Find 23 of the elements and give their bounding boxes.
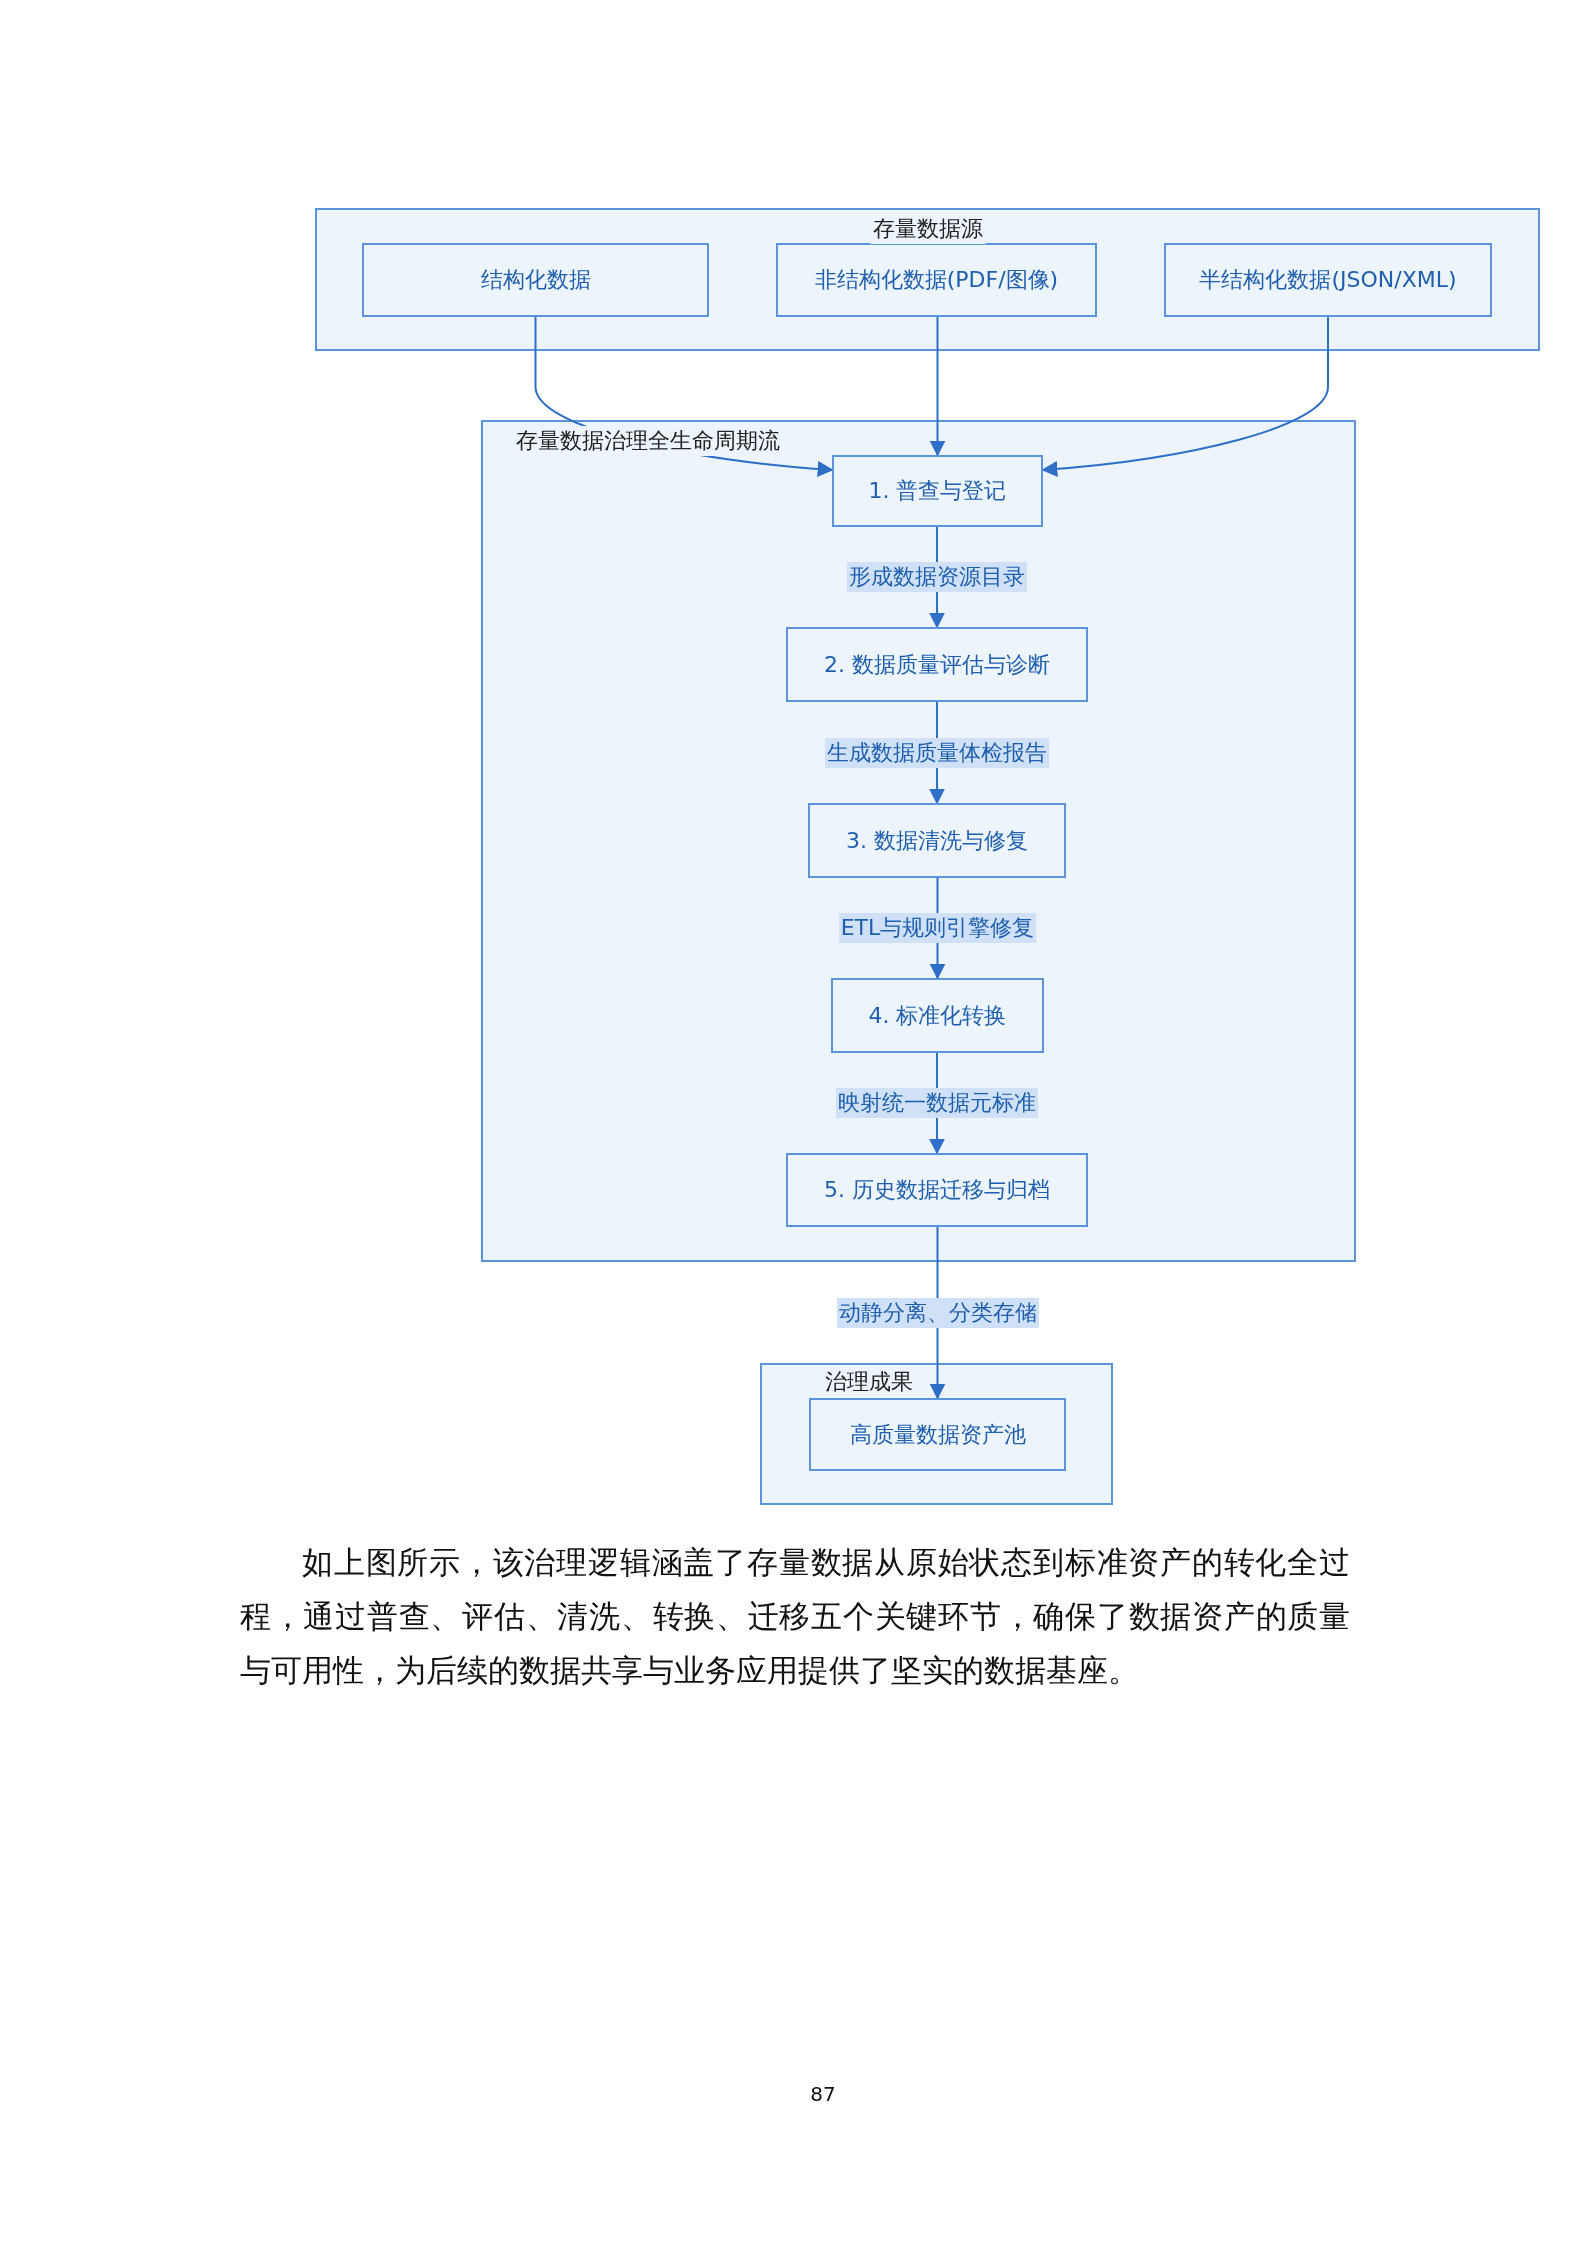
paragraph: 如上图所示，该治理逻辑涵盖了存量数据从原始状态到标准资产的转化全过程，通过普查、评估、清洗、转换、迁移五个关键环节，确保了数据资产的质量与可用性，为后续的数据共享与业务应用提供了坚实的数据基座。	[240, 1543, 1350, 1690]
process-box: 5. 历史数据迁移与归档	[786, 1153, 1088, 1227]
page-number: 87	[810, 2082, 836, 2106]
edge-label: 形成数据资源目录	[847, 562, 1027, 592]
edge-label: 动静分离、分类存储	[836, 1297, 1039, 1328]
process-box: 结构化数据	[362, 243, 709, 317]
process-box: 1. 普查与登记	[832, 455, 1043, 527]
edge-label: 映射统一数据元标准	[836, 1088, 1038, 1118]
arrow	[929, 316, 946, 457]
process-box: 2. 数据质量评估与诊断	[786, 627, 1088, 702]
group-title: 存量数据治理全生命周期流	[513, 426, 783, 456]
edge-label: ETL与规则引擎修复	[838, 913, 1037, 943]
group-box	[315, 208, 1540, 351]
arrow	[1041, 316, 1329, 477]
group-box	[481, 420, 1356, 1262]
group-box	[760, 1363, 1113, 1505]
arrow	[534, 316, 834, 477]
process-box: 非结构化数据(PDF/图像)	[776, 243, 1097, 317]
process-box: 高质量数据资产池	[809, 1398, 1066, 1471]
process-box: 4. 标准化转换	[831, 978, 1044, 1053]
edge-label: 生成数据质量体检报告	[825, 737, 1049, 768]
process-box: 3. 数据清洗与修复	[808, 803, 1066, 878]
process-box: 半结构化数据(JSON/XML)	[1164, 243, 1492, 317]
